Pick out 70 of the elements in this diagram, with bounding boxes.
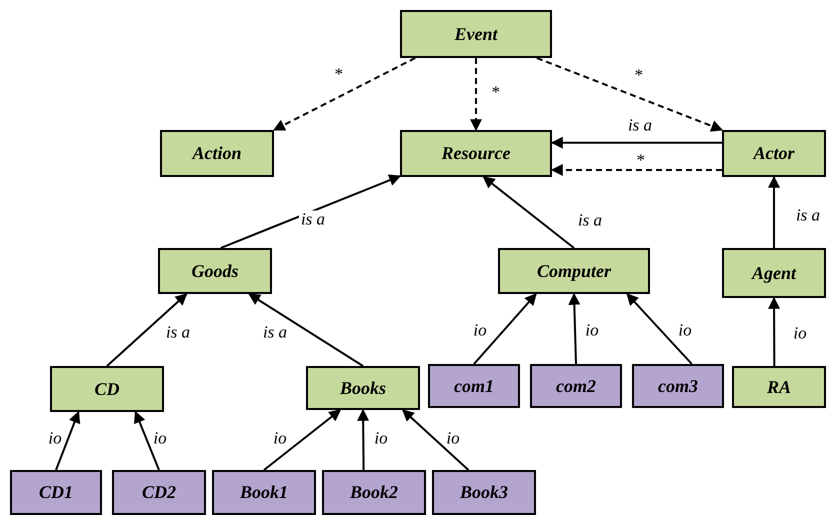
class-name: com2 <box>556 376 596 396</box>
class-name: Goods <box>191 260 238 282</box>
arrow <box>106 293 188 367</box>
class-box <box>112 470 206 515</box>
class-name: RA <box>766 376 791 398</box>
arrow <box>272 57 416 131</box>
edge-label: io <box>271 430 289 446</box>
arrow <box>470 58 482 132</box>
class-box <box>400 130 552 177</box>
class-name: Agent <box>752 262 796 284</box>
class-name: Resource <box>442 143 510 164</box>
arrow <box>768 176 780 248</box>
class-box <box>632 364 724 408</box>
arrow <box>55 410 80 470</box>
class-box <box>10 470 102 515</box>
class-box <box>400 10 552 58</box>
class-name: CD <box>94 378 120 400</box>
class-box <box>158 248 272 294</box>
class-name: Book3 <box>460 482 508 503</box>
class-box <box>722 130 826 177</box>
arrow <box>626 293 693 365</box>
arrow <box>550 136 722 149</box>
class-box <box>212 470 316 515</box>
edge-label: io <box>676 322 694 338</box>
class-box <box>432 470 536 515</box>
arrow <box>134 410 160 470</box>
class-box <box>498 248 650 294</box>
edge-label: io <box>372 430 390 446</box>
class-name: Action <box>192 143 242 164</box>
class-name: CD1 <box>38 482 73 503</box>
class-name: Book2 <box>350 482 398 503</box>
class-box <box>160 130 274 177</box>
edge-label: io <box>46 430 64 446</box>
edge-label: is a <box>298 210 328 228</box>
class-box <box>732 366 826 408</box>
class-box <box>428 364 520 408</box>
class-name: Actor <box>753 143 794 164</box>
edge-label: is a <box>164 324 192 340</box>
class-box <box>722 248 826 298</box>
arrow <box>248 293 364 367</box>
arrow <box>568 292 580 364</box>
arrow <box>536 57 724 132</box>
arrow <box>482 176 575 249</box>
edge-label: io <box>583 322 601 338</box>
class-name: Books <box>340 378 386 398</box>
edge-label: is a <box>794 206 822 224</box>
edge-label: io <box>151 430 169 446</box>
edge-label: io <box>444 430 462 446</box>
arrow <box>402 409 470 471</box>
class-box <box>530 364 622 408</box>
edge-label: io <box>791 324 809 342</box>
edge-label: is a <box>626 116 654 134</box>
arrow <box>550 164 722 176</box>
arrow <box>263 409 342 471</box>
edge-label: is a <box>576 212 604 228</box>
arrow <box>768 296 780 366</box>
class-name: Event <box>454 24 498 44</box>
class-name: Book1 <box>240 482 288 503</box>
arrow <box>220 174 402 249</box>
class-box <box>50 366 164 412</box>
arrow <box>473 293 537 365</box>
class-name: Computer <box>536 260 611 282</box>
class-name: com3 <box>658 376 698 396</box>
arrow <box>357 408 370 470</box>
class-box <box>322 470 426 515</box>
class-name: com1 <box>454 376 494 396</box>
edge-label: is a <box>260 324 290 340</box>
class-box <box>306 366 420 410</box>
class-name: CD2 <box>142 482 176 503</box>
edge-label: io <box>471 322 489 338</box>
